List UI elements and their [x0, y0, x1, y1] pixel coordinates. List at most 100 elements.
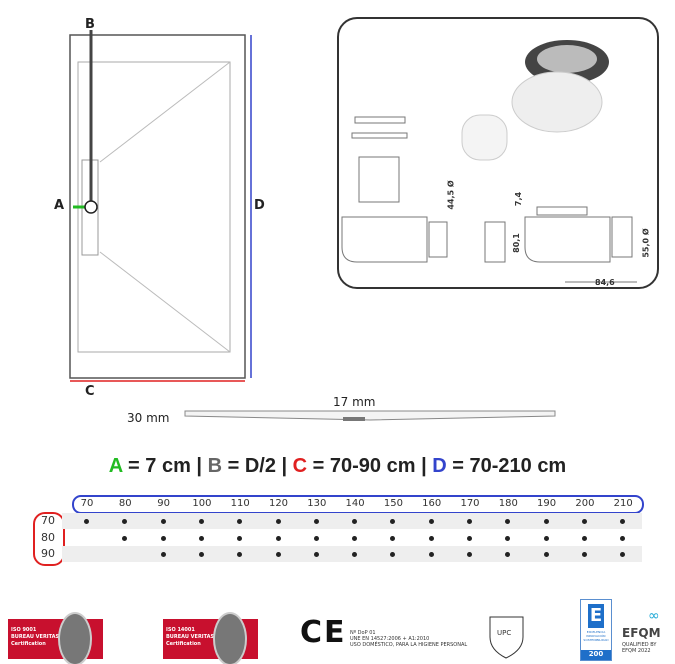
availability-dot	[390, 552, 396, 557]
upc-text: UPC	[497, 629, 512, 637]
ce-text: Nº DoP 01 UNE EN 14527:2006 + A1:2010 US…	[350, 630, 468, 648]
availability-dot	[275, 535, 281, 541]
table-row	[62, 546, 642, 562]
availability-dot	[543, 519, 549, 524]
availability-dot	[581, 535, 587, 541]
column-header: 140	[345, 498, 365, 509]
tray-outline	[69, 34, 246, 379]
availability-dot	[160, 519, 166, 524]
availability-dot	[620, 535, 626, 541]
availability-dot	[313, 519, 319, 524]
availability-dot	[505, 519, 511, 524]
dim-84-6: 84,6	[595, 278, 615, 287]
excelencia-200: 200	[581, 650, 611, 660]
formula-c: C	[292, 455, 308, 477]
availability-dot	[543, 552, 549, 557]
availability-dot	[620, 552, 626, 557]
column-header: 160	[422, 498, 442, 509]
availability-dot	[428, 519, 434, 524]
profile-drawing	[184, 410, 556, 421]
column-header: 70	[80, 498, 94, 509]
formula-d: D	[432, 455, 447, 477]
label-b: B	[85, 17, 95, 32]
availability-dot	[122, 519, 128, 524]
column-header: 190	[537, 498, 557, 509]
bureau-veritas-seal	[58, 612, 92, 664]
availability-dot	[467, 519, 472, 524]
column-header: 90	[157, 498, 170, 509]
label-a: A	[54, 198, 65, 213]
column-header: 120	[268, 498, 289, 509]
formula-c-value: = 70-90 cm |	[307, 455, 433, 477]
availability-dot	[467, 535, 472, 541]
drain-body-photo	[511, 71, 603, 133]
availability-dot	[467, 552, 472, 557]
availability-dot	[237, 535, 243, 541]
availability-dot	[581, 519, 587, 524]
efqm-logo: EFQM	[622, 626, 661, 640]
availability-dot	[275, 519, 281, 524]
availability-dot	[198, 552, 204, 557]
availability-dot	[84, 519, 89, 524]
excelencia-text: EXCELENCIA INNOVACIÓN SOSTENIBILIDAD	[583, 630, 609, 642]
availability-dot	[505, 552, 511, 557]
formula-b: B	[207, 455, 223, 477]
efqm-sub: QUALIFIED BY EFQM 2022	[622, 642, 657, 654]
bureau-veritas-seal	[213, 612, 247, 664]
efqm-infinity-icon: ∞	[648, 608, 660, 624]
availability-dot	[198, 519, 204, 524]
drain-grate	[537, 45, 597, 73]
availability-dot	[352, 535, 358, 541]
column-header: 150	[383, 498, 403, 509]
column-header: 100	[192, 498, 212, 509]
column-header: 210	[613, 498, 633, 509]
dim-80-1: 80,1	[511, 233, 521, 253]
slope-line	[99, 251, 231, 353]
availability-dot	[198, 535, 204, 541]
availability-dot	[581, 552, 587, 557]
profile-edge-thickness: 30 mm	[127, 411, 170, 425]
profile-center-thickness: 17 mm	[333, 395, 376, 409]
availability-dot	[505, 535, 511, 541]
slope-line	[99, 61, 231, 163]
formula-b-value: = D/2 |	[222, 455, 293, 477]
formula-a-value: = 7 cm |	[122, 455, 208, 477]
availability-dot	[428, 552, 434, 557]
drain-panel	[337, 17, 659, 289]
rows-header-outline	[33, 512, 65, 566]
availability-dot	[543, 535, 549, 541]
column-header: 80	[118, 498, 132, 509]
column-header: 200	[575, 498, 595, 509]
table-row	[62, 513, 642, 529]
row-label: 90	[41, 547, 55, 560]
availability-dot	[352, 552, 358, 557]
drain-drawing	[341, 40, 637, 283]
upc-shield-icon	[489, 616, 524, 659]
dim-44-5: 44,5 Ø	[446, 180, 456, 210]
tray-plan-drawing	[69, 30, 252, 382]
drain-outlet-photo	[461, 114, 508, 161]
availability-dot	[428, 535, 434, 541]
row-label: 80	[41, 530, 55, 544]
availability-dot	[390, 519, 396, 524]
drain-circle	[84, 200, 98, 214]
column-header: 110	[230, 498, 250, 509]
label-c: C	[85, 384, 95, 399]
dimension-formula: A = 7 cm | B = D/2 | C = 70-90 cm | D = …	[0, 455, 675, 478]
availability-dot	[160, 552, 166, 557]
availability-dot	[122, 535, 128, 541]
column-header: 180	[498, 498, 518, 509]
availability-dot	[620, 519, 626, 524]
tray-inner	[77, 61, 231, 353]
dim-55-0: 55,0 Ø	[641, 228, 651, 258]
availability-dot	[275, 552, 281, 557]
availability-dot	[237, 552, 243, 557]
availability-dot	[390, 535, 396, 541]
dim-7-4: 7,4	[514, 191, 524, 207]
availability-dot	[313, 552, 319, 557]
availability-dot	[237, 519, 243, 524]
excelencia-badge: E EXCELENCIA INNOVACIÓN SOSTENIBILIDAD 2…	[580, 599, 612, 661]
formula-d-value: = 70-210 cm	[446, 455, 567, 477]
availability-dot	[352, 519, 358, 524]
